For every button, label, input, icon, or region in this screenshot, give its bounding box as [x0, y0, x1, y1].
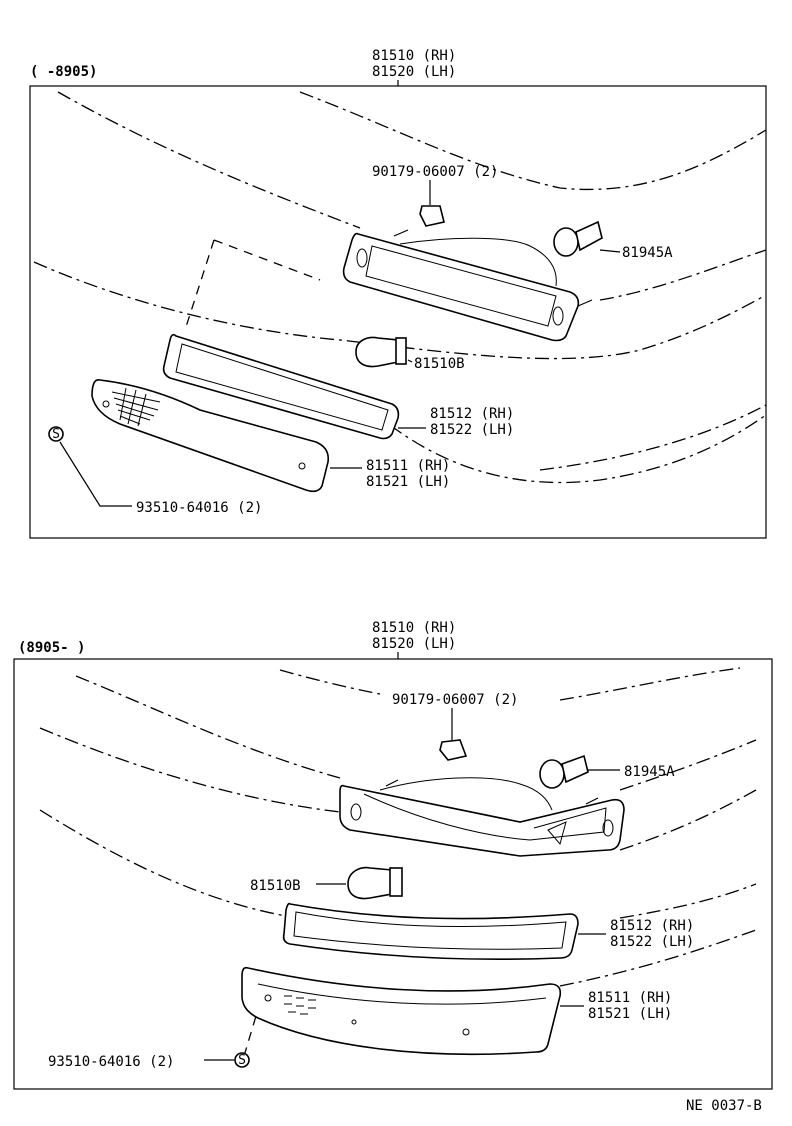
- top-housing-hole-left: [356, 248, 368, 268]
- top-screw-label: 93510-64016 (2): [136, 500, 262, 516]
- top-bulb-icon: [355, 336, 413, 368]
- bottom-socket-icon: [539, 754, 620, 789]
- top-housing-hole-right: [552, 306, 564, 326]
- bottom-bumper-curve-4: [39, 727, 341, 813]
- top-screw-symbol: S: [52, 427, 60, 442]
- top-screw-leader: [59, 441, 132, 507]
- top-bumper-curve-1: [57, 91, 361, 229]
- top-bumper-curve-6: [599, 249, 767, 301]
- top-housing-assembly: [342, 232, 580, 342]
- bottom-lens-lh-label: 81521 (LH): [588, 1006, 672, 1022]
- bottom-screw-explode-line: [243, 1015, 257, 1057]
- bottom-nut-label: 90179-06007 (2): [392, 692, 518, 708]
- bottom-bumper-curve-3: [559, 667, 741, 701]
- top-bumper-curve-3: [33, 261, 767, 360]
- top-gasket-icon: [162, 333, 400, 440]
- bottom-housing-hole-left: [350, 803, 362, 821]
- top-socket-icon: [553, 220, 621, 257]
- top-screw-icon: S: [48, 426, 64, 442]
- bottom-panel: (8905- ) 81510 (RH) 81520 (LH) 90179-060…: [13, 620, 773, 1090]
- bottom-socket-label: 81945A: [624, 764, 675, 780]
- bottom-housing-hole-right: [602, 819, 614, 837]
- top-lens-rh-label: 81511 (RH): [366, 458, 450, 474]
- bottom-screw-label: 93510-64016 (2): [48, 1054, 174, 1070]
- top-assembly-rh-label: 81510 (RH): [372, 48, 456, 64]
- bottom-range-label: (8905- ): [18, 640, 85, 656]
- top-gasket-rh-label: 81512 (RH): [430, 406, 514, 422]
- bottom-lens-rh-label: 81511 (RH): [588, 990, 672, 1006]
- top-stud-left: [393, 229, 409, 237]
- top-panel: ( -8905) 81510 (RH) 81520 (LH) 90179-060…: [29, 48, 767, 539]
- top-housing-lens-window: [365, 245, 557, 327]
- bottom-gasket-lh-label: 81522 (LH): [610, 934, 694, 950]
- bottom-bumper-curve-9: [559, 929, 757, 987]
- bottom-gasket-rh-label: 81512 (RH): [610, 918, 694, 934]
- bottom-bumper-curve-7: [619, 789, 757, 851]
- bottom-screw-symbol: S: [238, 1053, 246, 1068]
- bottom-panel-frame: [13, 658, 773, 1090]
- top-bumper-curve-4: [389, 414, 767, 484]
- top-assembly-lh-label: 81520 (LH): [372, 64, 456, 80]
- bottom-housing-lens-window: [363, 793, 607, 841]
- bottom-bumper-curve-2: [279, 669, 381, 695]
- top-bulb-label: 81510B: [414, 356, 465, 372]
- bottom-housing-assembly: [339, 784, 625, 857]
- figure-code: NE 0037-B: [686, 1098, 762, 1114]
- bottom-assembly-lh-label: 81520 (LH): [372, 636, 456, 652]
- bottom-stud-right: [585, 797, 599, 805]
- top-nut-icon: [419, 180, 445, 227]
- bottom-bulb-label: 81510B: [250, 878, 301, 894]
- bottom-bumper-curve-6: [619, 739, 757, 791]
- top-stud-right: [577, 299, 593, 307]
- top-gasket-lh-label: 81522 (LH): [430, 422, 514, 438]
- bottom-housing-back: [379, 777, 553, 811]
- top-lens-lh-label: 81521 (LH): [366, 474, 450, 490]
- top-explode-line-2: [213, 239, 321, 281]
- top-socket-label: 81945A: [622, 245, 673, 261]
- bottom-bumper-curve-8: [619, 883, 757, 919]
- top-range-label: ( -8905): [30, 64, 97, 80]
- bottom-housing-reflector: [547, 821, 567, 846]
- top-housing-back: [399, 237, 557, 287]
- bottom-bulb-icon: [347, 866, 403, 900]
- bottom-gasket-icon: [282, 902, 579, 961]
- top-bumper-curve-2: [299, 91, 767, 191]
- bottom-assembly-rh-label: 81510 (RH): [372, 620, 456, 636]
- bottom-screw-icon: S: [234, 1052, 250, 1068]
- top-nut-label: 90179-06007 (2): [372, 164, 498, 180]
- top-lens-icon: [91, 379, 330, 493]
- top-bumper-curve-5: [539, 404, 767, 471]
- bottom-bumper-curve-1: [75, 675, 341, 779]
- bottom-lens-icon: [241, 966, 562, 1056]
- bottom-nut-icon: [439, 708, 468, 761]
- bottom-bumper-curve-5: [39, 809, 287, 917]
- bottom-stud-left: [385, 779, 399, 787]
